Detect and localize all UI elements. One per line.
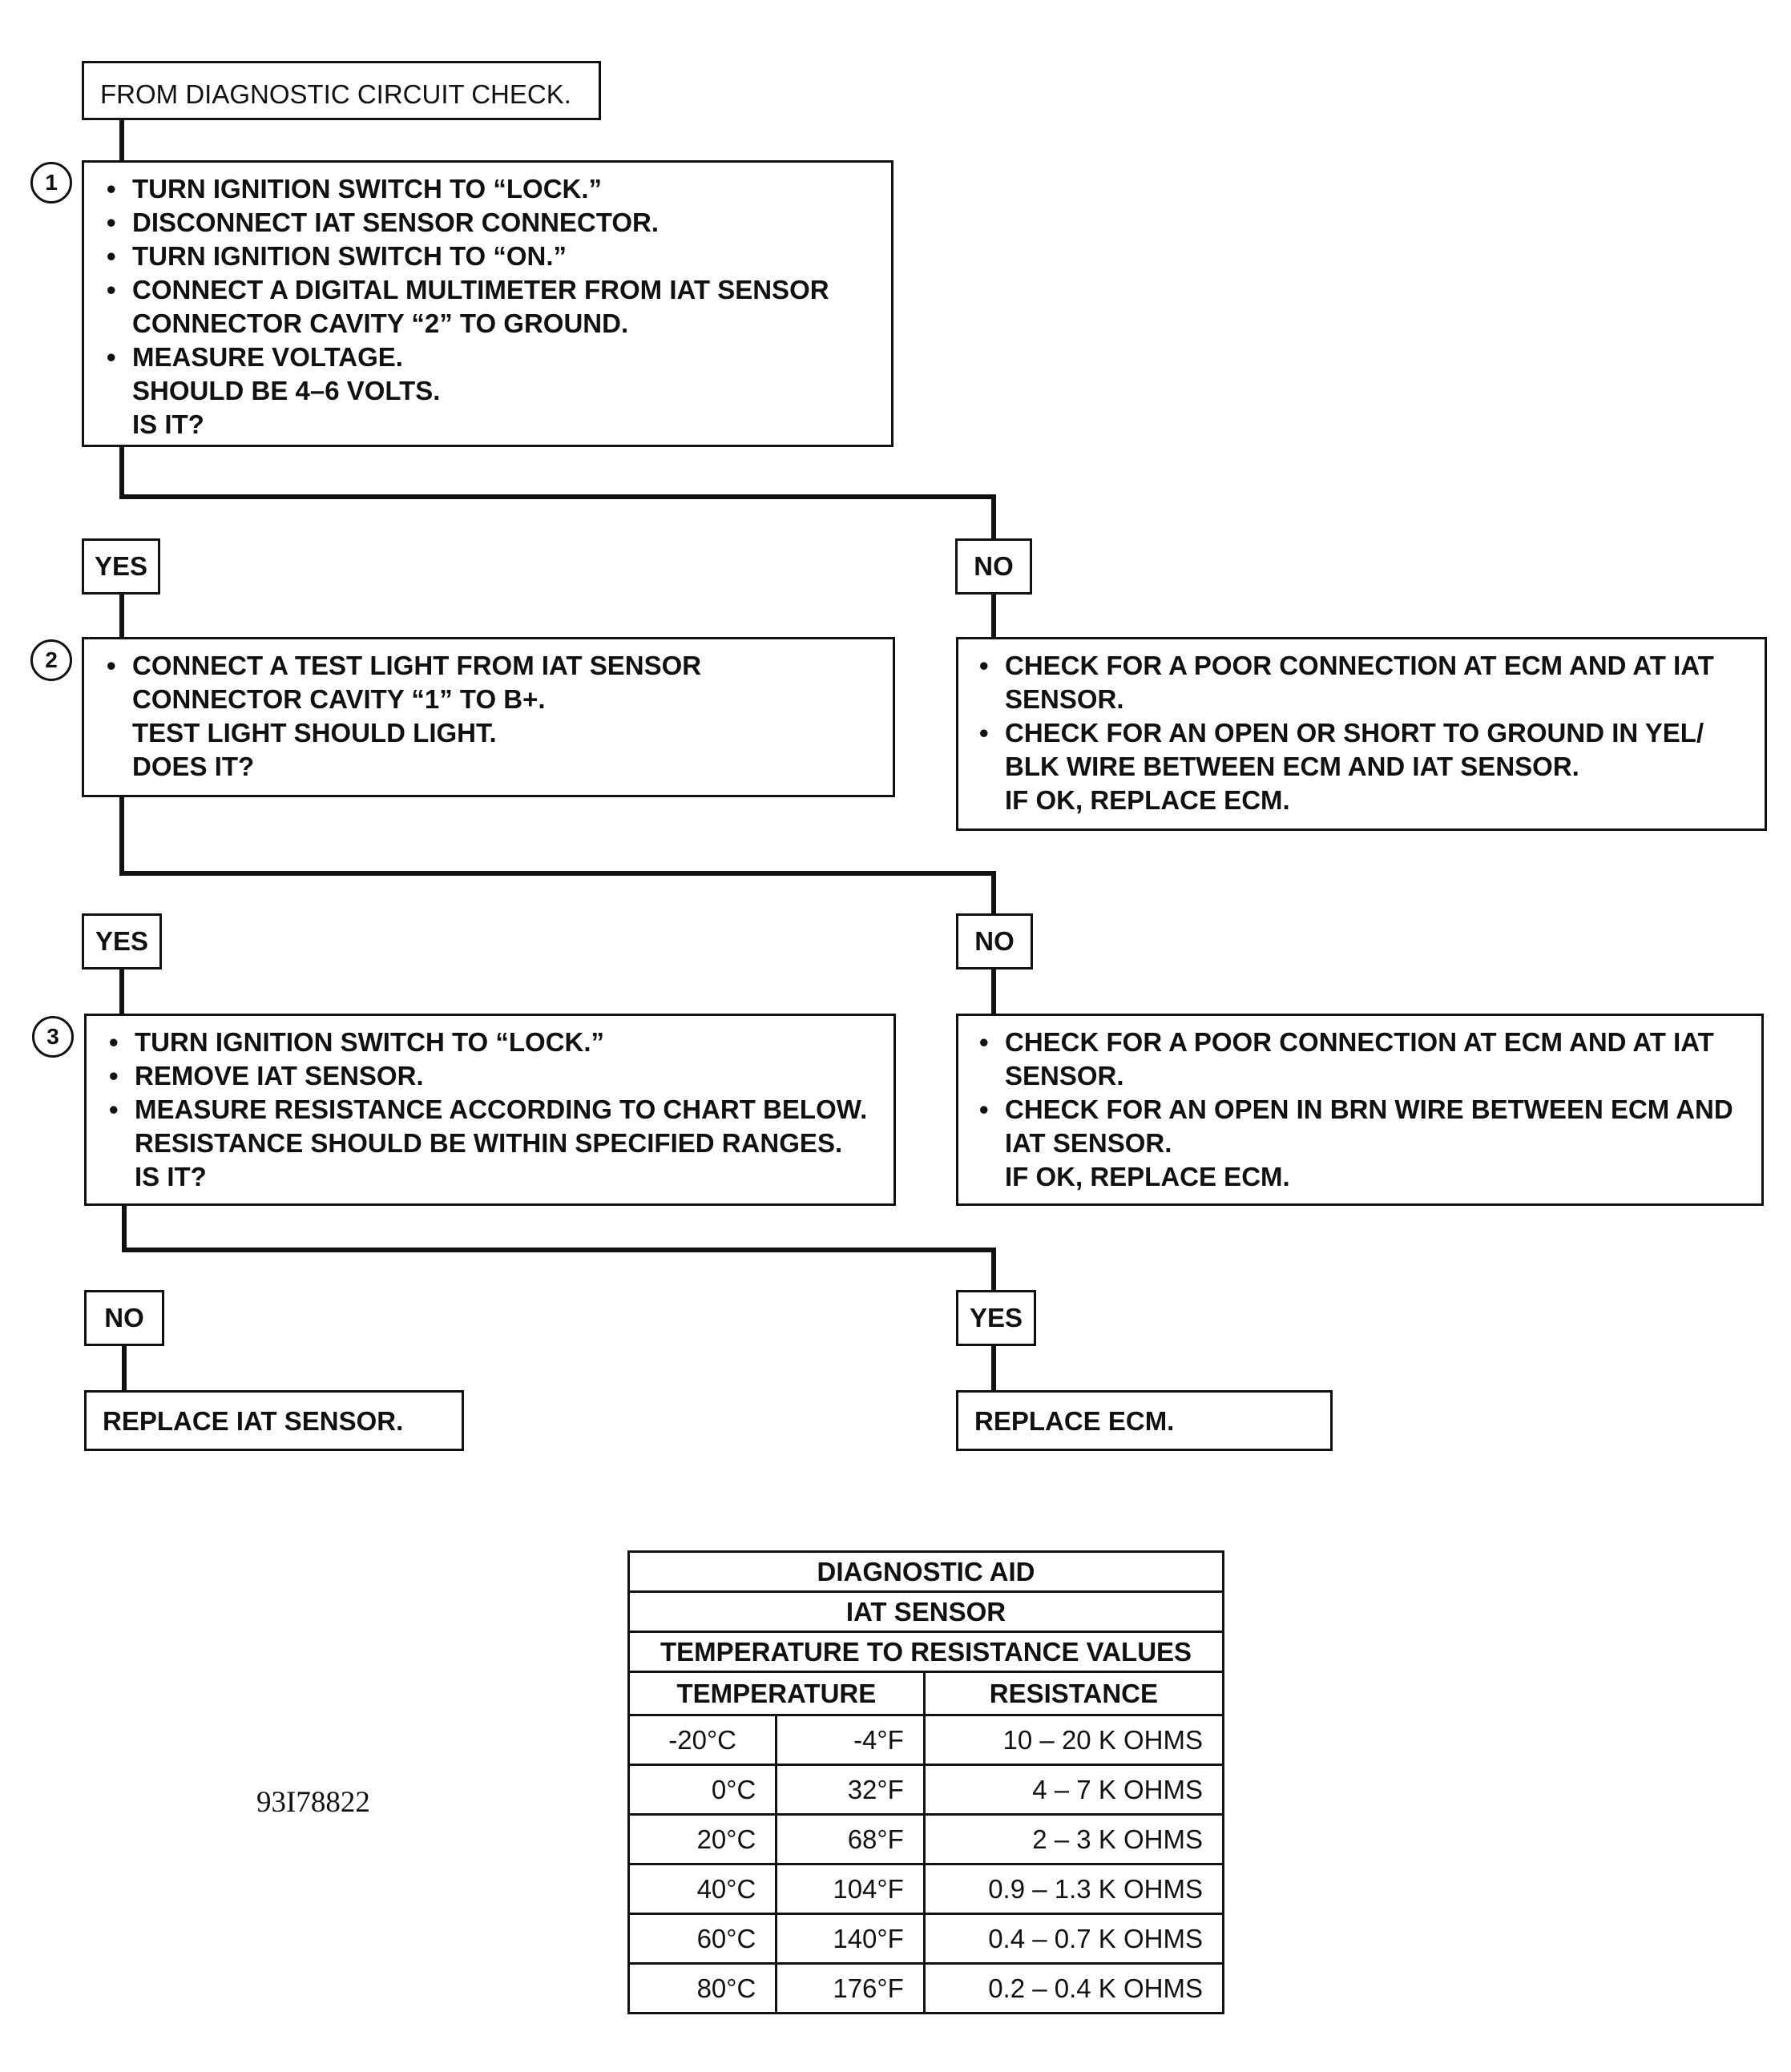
replace-iat-sensor-box: REPLACE IAT SENSOR.: [84, 1390, 464, 1451]
cell-resistance: 0.9 – 1.3 K OHMS: [922, 1863, 1225, 1915]
step-3-list: TURN IGNITION SWITCH TO “LOCK.” REMOVE I…: [103, 1026, 877, 1127]
step-2-no-action-box: CHECK FOR A POOR CONNECTION AT ECM AND A…: [956, 1014, 1764, 1206]
step-2-list: CONNECT A TEST LIGHT FROM IAT SENSOR CON…: [100, 649, 877, 716]
action-item: CHECK FOR AN OPEN IN BRN WIRE BETWEEN EC…: [973, 1093, 1747, 1160]
start-label: FROM DIAGNOSTIC CIRCUIT CHECK.: [100, 79, 571, 109]
table-row: 40°C 104°F 0.9 – 1.3 K OHMS: [627, 1863, 1225, 1915]
table-subtitle: IAT SENSOR: [627, 1590, 1224, 1633]
cell-resistance: 4 – 7 K OHMS: [922, 1764, 1225, 1816]
step-1-item: CONNECT A DIGITAL MULTIMETER FROM IAT SE…: [100, 273, 875, 341]
table-row: 0°C 32°F 4 – 7 K OHMS: [627, 1764, 1225, 1816]
figure-id: 93I78822: [256, 1786, 370, 1819]
cell-fahrenheit: -4°F: [775, 1714, 926, 1766]
step-3-no-label: NO: [84, 1290, 164, 1346]
step-1-no-action-box: CHECK FOR A POOR CONNECTION AT ECM AND A…: [956, 637, 1767, 831]
step-3-item: TURN IGNITION SWITCH TO “LOCK.”: [103, 1026, 877, 1059]
step-1-yes-label: YES: [82, 538, 160, 595]
cell-celsius: 0°C: [627, 1764, 778, 1816]
step-2-no-label: NO: [956, 913, 1033, 969]
step-3-box: TURN IGNITION SWITCH TO “LOCK.” REMOVE I…: [84, 1014, 896, 1206]
table-row: 20°C 68°F 2 – 3 K OHMS: [627, 1813, 1225, 1865]
cell-celsius: 20°C: [627, 1813, 778, 1865]
step-3-question: RESISTANCE SHOULD BE WITHIN SPECIFIED RA…: [135, 1128, 843, 1191]
cell-resistance: 10 – 20 K OHMS: [922, 1714, 1225, 1766]
cell-celsius: 40°C: [627, 1863, 778, 1915]
step-2-no-action-list: CHECK FOR A POOR CONNECTION AT ECM AND A…: [973, 1026, 1747, 1160]
replace-ecm-label: REPLACE ECM.: [974, 1406, 1175, 1436]
step-3-yes-label: YES: [956, 1290, 1036, 1346]
cell-resistance: 0.2 – 0.4 K OHMS: [922, 1962, 1225, 2014]
cell-fahrenheit: 140°F: [775, 1913, 926, 1965]
cell-fahrenheit: 176°F: [775, 1962, 926, 2014]
step-1-item: TURN IGNITION SWITCH TO “LOCK.”: [100, 172, 875, 206]
cell-celsius: 60°C: [627, 1913, 778, 1965]
step-1-box: TURN IGNITION SWITCH TO “LOCK.” DISCONNE…: [82, 160, 893, 447]
replace-ecm-box: REPLACE ECM.: [956, 1390, 1333, 1451]
cell-resistance: 2 – 3 K OHMS: [922, 1813, 1225, 1865]
cell-fahrenheit: 32°F: [775, 1764, 926, 1816]
step-1-question: SHOULD BE 4–6 VOLTS. IS IT?: [132, 376, 441, 439]
cell-celsius: -20°C: [627, 1714, 778, 1766]
table-row: -20°C -4°F 10 – 20 K OHMS: [627, 1714, 1225, 1766]
table-subtitle: TEMPERATURE TO RESISTANCE VALUES: [627, 1631, 1224, 1673]
column-header-resistance: RESISTANCE: [922, 1671, 1225, 1716]
cell-resistance: 0.4 – 0.7 K OHMS: [922, 1913, 1225, 1965]
table-title-row: TEMPERATURE TO RESISTANCE VALUES: [627, 1631, 1224, 1673]
step-3-item: REMOVE IAT SENSOR.: [103, 1059, 877, 1093]
action-note: IF OK, REPLACE ECM.: [1005, 1162, 1290, 1191]
diagnostic-aid-table: DIAGNOSTIC AID IAT SENSOR TEMPERATURE TO…: [627, 1550, 1225, 2014]
step-number-3: 3: [32, 1016, 74, 1058]
action-item: CHECK FOR AN OPEN OR SHORT TO GROUND IN …: [973, 716, 1750, 784]
table-title-row: DIAGNOSTIC AID: [627, 1550, 1224, 1593]
table-title: DIAGNOSTIC AID: [627, 1550, 1224, 1593]
cell-fahrenheit: 68°F: [775, 1813, 926, 1865]
table-header-row: TEMPERATURE RESISTANCE: [627, 1671, 1225, 1716]
action-item: CHECK FOR A POOR CONNECTION AT ECM AND A…: [973, 1026, 1747, 1093]
step-1-list: TURN IGNITION SWITCH TO “LOCK.” DISCONNE…: [100, 172, 875, 374]
column-header-temperature: TEMPERATURE: [627, 1671, 926, 1716]
step-number-1: 1: [30, 162, 72, 204]
step-2-yes-label: YES: [82, 913, 162, 969]
step-2-item: CONNECT A TEST LIGHT FROM IAT SENSOR CON…: [100, 649, 877, 716]
step-1-item: DISCONNECT IAT SENSOR CONNECTOR.: [100, 206, 875, 240]
replace-iat-sensor-label: REPLACE IAT SENSOR.: [103, 1406, 404, 1436]
step-2-box: CONNECT A TEST LIGHT FROM IAT SENSOR CON…: [82, 637, 895, 797]
step-1-no-action-list: CHECK FOR A POOR CONNECTION AT ECM AND A…: [973, 649, 1750, 784]
table-title-row: IAT SENSOR: [627, 1590, 1224, 1633]
action-note: IF OK, REPLACE ECM.: [1005, 785, 1290, 815]
step-1-item: TURN IGNITION SWITCH TO “ON.”: [100, 240, 875, 273]
action-item: CHECK FOR A POOR CONNECTION AT ECM AND A…: [973, 649, 1750, 716]
step-2-question: TEST LIGHT SHOULD LIGHT. DOES IT?: [132, 718, 497, 781]
start-box: FROM DIAGNOSTIC CIRCUIT CHECK.: [82, 61, 601, 120]
table-row: 60°C 140°F 0.4 – 0.7 K OHMS: [627, 1913, 1225, 1965]
step-3-item: MEASURE RESISTANCE ACCORDING TO CHART BE…: [103, 1093, 877, 1127]
step-1-item: MEASURE VOLTAGE.: [100, 341, 875, 374]
cell-fahrenheit: 104°F: [775, 1863, 926, 1915]
cell-celsius: 80°C: [627, 1962, 778, 2014]
table-row: 80°C 176°F 0.2 – 0.4 K OHMS: [627, 1962, 1225, 2014]
step-1-no-label: NO: [955, 538, 1032, 595]
step-number-2: 2: [30, 639, 72, 681]
